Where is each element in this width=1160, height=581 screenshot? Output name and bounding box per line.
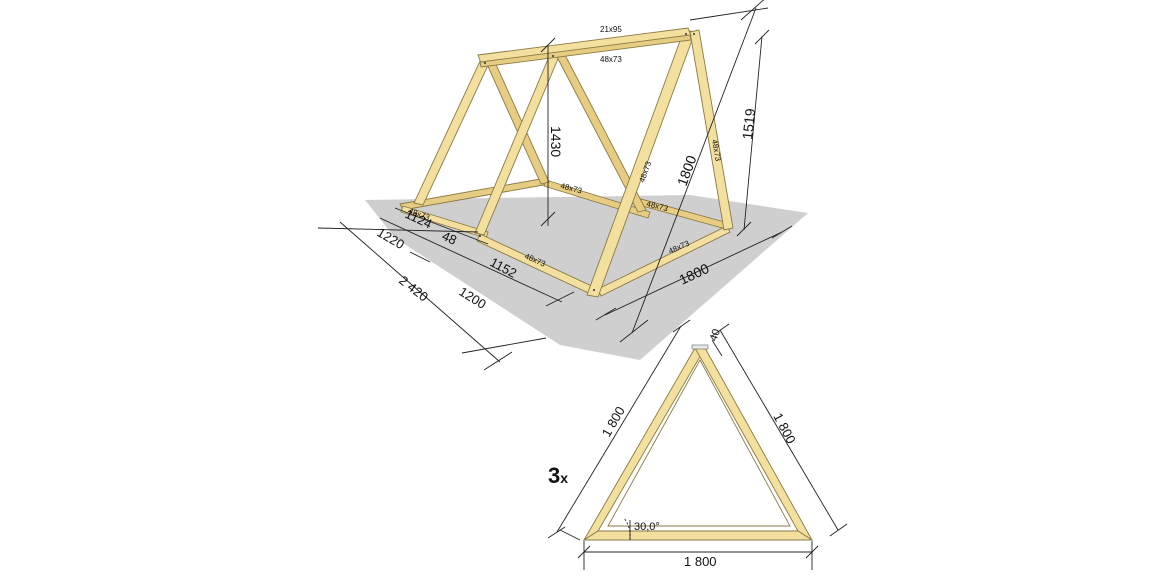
dim-1519: 1519 <box>739 107 758 140</box>
dim-1800-diag: 1800 <box>674 153 700 188</box>
beam-right-leg-b <box>689 29 734 231</box>
dim-1430: 1430 <box>548 126 564 157</box>
tri-base-beam <box>582 530 814 541</box>
multiplier-3x: 3x <box>548 463 568 488</box>
dim-2420: 2 420 <box>396 273 431 305</box>
ground-shadow <box>365 195 808 360</box>
beam-ridge-under <box>479 34 692 68</box>
label-top-48x73: 48x73 <box>600 55 622 64</box>
tri-base: 1 800 <box>684 554 717 569</box>
dim-48: 48 <box>440 228 459 248</box>
bolt-dots <box>479 33 695 291</box>
tri-top-offset: 40 <box>708 327 723 343</box>
tri-right-side: 1 800 <box>770 410 799 446</box>
triangle-detail: 1 800 1 800 40 1 800 30,0° 3x <box>547 319 848 570</box>
tri-angle: 30,0° <box>634 521 660 533</box>
ridge-cap <box>691 344 709 350</box>
beam-right-base <box>597 225 731 297</box>
beam-left-leg-a <box>413 58 491 206</box>
beam-ridge-top <box>477 27 692 64</box>
label-right-leg-b: 48x73 <box>710 139 723 163</box>
label-21x95: 21x95 <box>600 25 622 34</box>
